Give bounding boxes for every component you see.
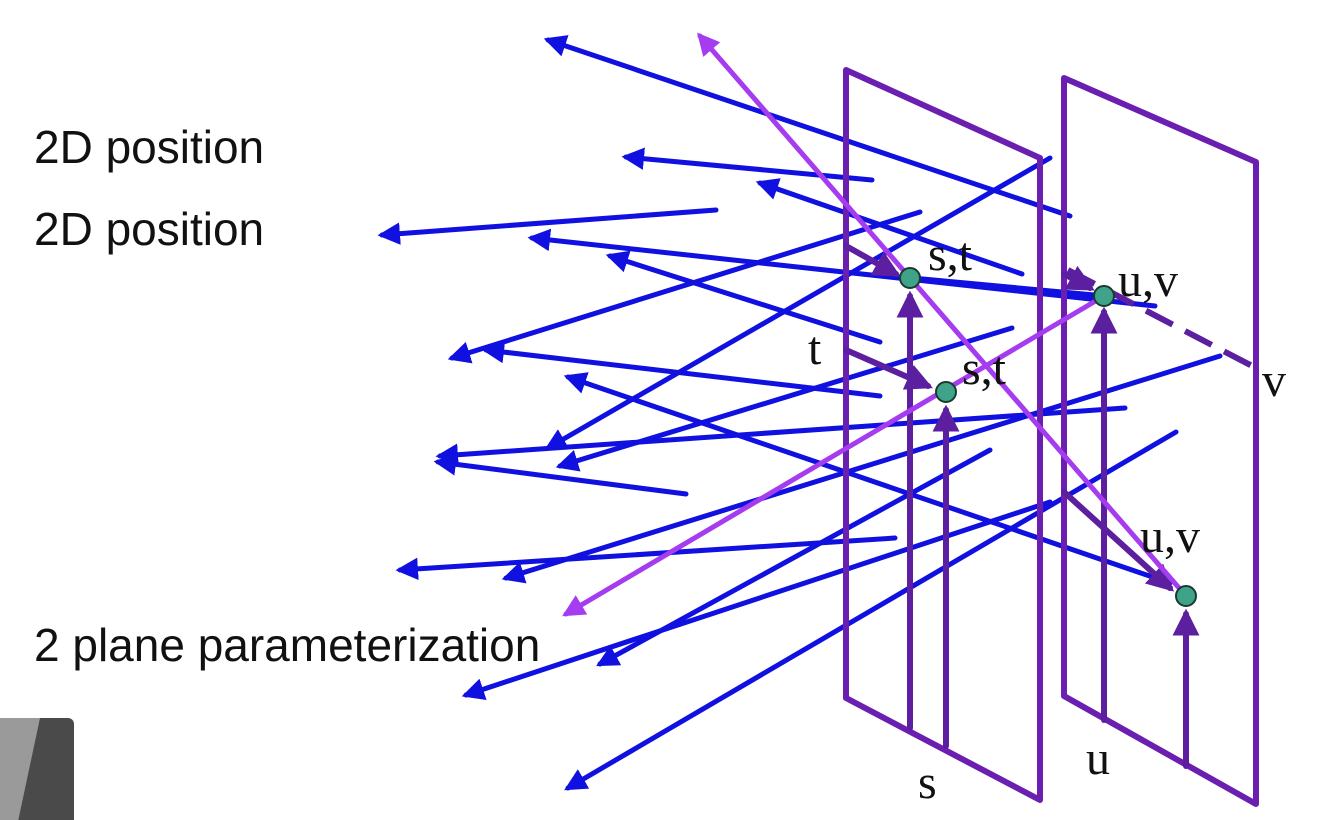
highlighted-ray-2 [562, 293, 1107, 617]
plane-st [843, 67, 1043, 803]
ray [563, 372, 1173, 586]
ray [377, 207, 719, 245]
coordinate-arrows [843, 243, 1200, 769]
ray [755, 178, 1025, 277]
highlighted-rays [562, 32, 1189, 617]
caption-2d-position-2: 2D position [34, 203, 265, 255]
caption-2-plane-parameterization: 2 plane parameterization [34, 619, 541, 671]
ray [543, 35, 1073, 219]
uv-point-lower [1175, 585, 1197, 607]
v-coord-arrow-1 [1061, 265, 1095, 291]
st-label-upper: s,t [928, 228, 973, 281]
highlighted-ray-1 [697, 32, 1189, 599]
ray [621, 147, 875, 183]
ray [909, 275, 1108, 299]
v-coord-arrow-2 [1061, 489, 1175, 592]
uv-point-upper [1093, 285, 1115, 307]
webcam-thumbnail [0, 718, 74, 820]
u-axis-label: u [1086, 732, 1110, 785]
ray-bundle [377, 35, 1223, 791]
t-coord-arrow-2 [843, 347, 933, 390]
caption-2d-position-1: 2D position [34, 121, 265, 173]
v-axis-label: v [1262, 354, 1286, 407]
intersection-points [899, 267, 1197, 607]
t-axis-label: t [808, 322, 822, 375]
v-axis-dashed [1066, 267, 1258, 371]
ray [605, 250, 883, 345]
s-axis-label: s [918, 756, 937, 809]
st-point-lower [935, 381, 957, 403]
ray [461, 499, 1053, 701]
uv-label-upper: u,v [1118, 254, 1178, 307]
plane-labels: s,t s,t t s u,v u,v v u [808, 228, 1286, 809]
ray [433, 453, 689, 497]
webcam-thumbnail-shade [0, 718, 41, 820]
ray [435, 405, 1128, 466]
ray [564, 429, 1179, 791]
uv-label-lower: u,v [1140, 510, 1200, 563]
st-label-lower: s,t [962, 342, 1007, 395]
t-coord-arrow-1 [843, 243, 901, 277]
ray [447, 209, 923, 364]
ray [395, 535, 898, 581]
st-point-upper [899, 267, 921, 289]
